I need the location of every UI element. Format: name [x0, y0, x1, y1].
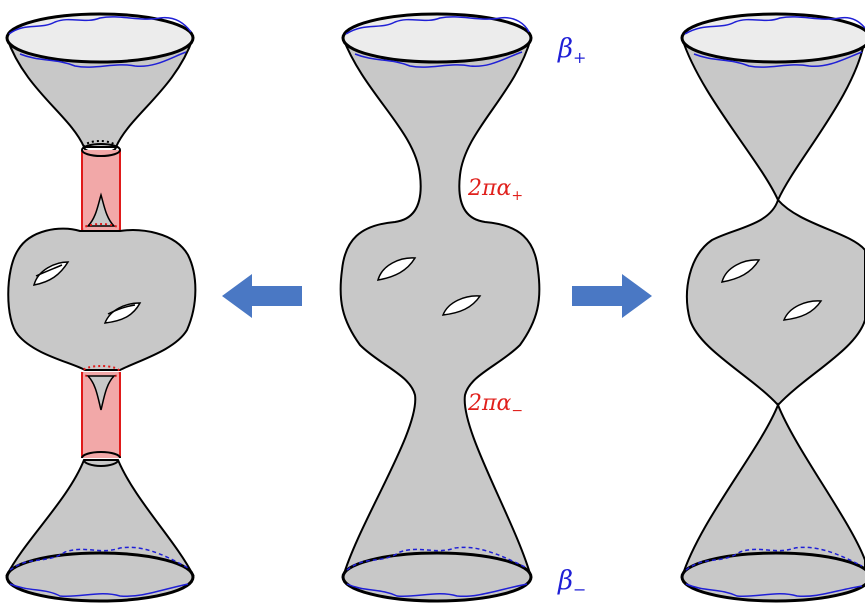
center-handle-2 [441, 295, 482, 316]
center-handle-1 [376, 257, 417, 281]
right-figure [680, 12, 865, 603]
label-angle-minus: 2πα− [467, 391, 523, 419]
right-handle-2 [782, 300, 823, 321]
center-top-cap [341, 12, 533, 64]
right-top-cap [680, 12, 865, 64]
right-handle-1 [720, 259, 761, 283]
left-genus-body [7, 227, 197, 371]
left-bottom-cap [5, 551, 195, 603]
center-surface [339, 37, 541, 578]
left-handle-2 [103, 302, 142, 324]
left-top-boundary-curve [8, 16, 192, 35]
arrow-left-icon [222, 274, 302, 318]
right-bottom-cap [680, 551, 865, 603]
left-top-cap [5, 12, 195, 64]
label-beta-minus: β− [557, 566, 586, 599]
left-bottom-tube [81, 365, 121, 459]
left-top-tube [81, 143, 121, 237]
right-genus-body [686, 198, 865, 407]
center-bottom-cap [341, 551, 533, 603]
center-figure [339, 12, 541, 603]
arrow-right-icon [572, 274, 652, 318]
label-angle-plus: 2πα+ [467, 176, 523, 204]
left-figure [5, 12, 197, 603]
label-beta-plus: β+ [557, 34, 586, 67]
left-handle-1 [32, 261, 70, 286]
